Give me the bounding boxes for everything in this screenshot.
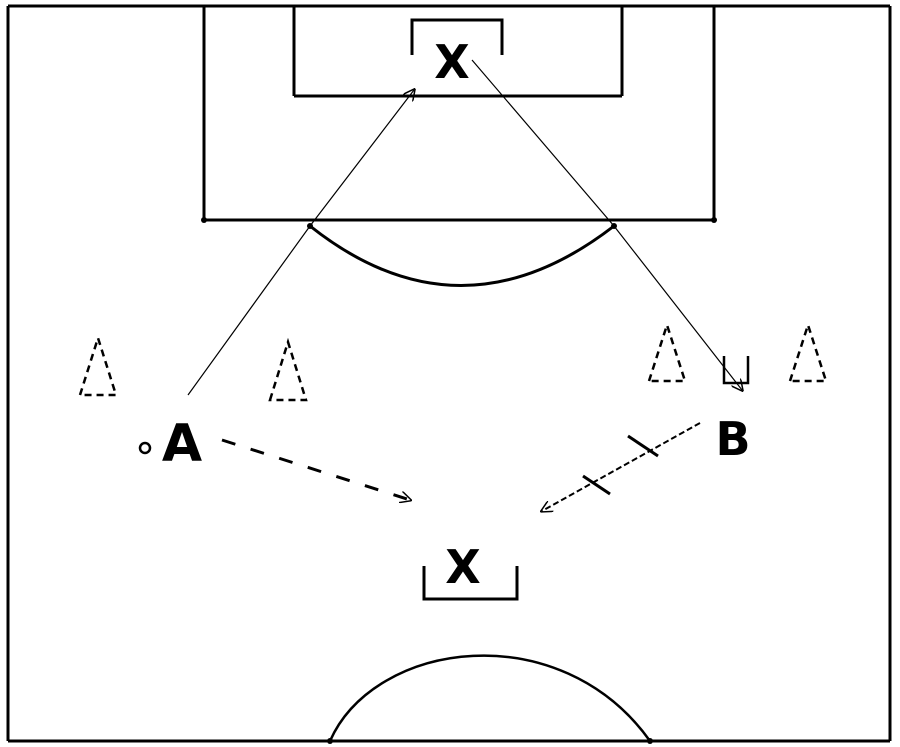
cone-icon: [78, 333, 118, 397]
run-arrow-a-to-goal: [187, 90, 414, 396]
top-goal-icon: [410, 18, 504, 55]
goal-area: [292, 6, 624, 98]
pass-arrow-b: [542, 422, 701, 511]
cone-icon: [268, 337, 308, 402]
cone-icon: [647, 320, 687, 383]
goal-bottom-label: X: [445, 540, 480, 594]
goal-top-label: X: [434, 35, 469, 89]
dribble-arrow-a: [221, 438, 410, 500]
run-arrow-goal-to-b: [471, 59, 742, 390]
arrow-icon: [722, 356, 750, 385]
cone-icon: [788, 320, 828, 383]
player-a-label: A: [162, 414, 202, 474]
bottom-goal-icon: [422, 566, 519, 601]
player-b-label: B: [715, 412, 750, 466]
pitch-boundary: [6, 4, 892, 743]
center-circle-arc: [328, 654, 652, 742]
penalty-area: [201, 6, 717, 223]
penalty-arc: [309, 224, 615, 287]
ball-icon: [138, 441, 152, 455]
